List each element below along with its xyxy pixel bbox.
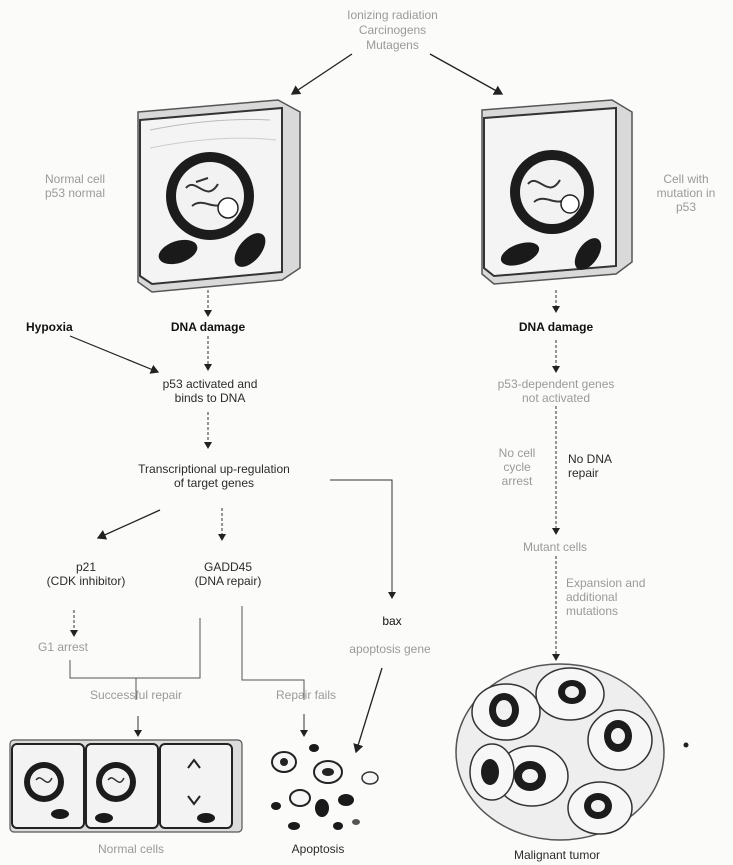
arrow bbox=[292, 54, 352, 94]
cause-carcinogens: Carcinogens bbox=[325, 23, 460, 37]
p53-dependent-genes-label: p53-dependent genes not activated bbox=[476, 377, 636, 405]
cause-mutagens: Mutagens bbox=[325, 38, 460, 52]
repair-fails-label: Repair fails bbox=[258, 688, 354, 702]
normal-cell-illustration bbox=[138, 100, 300, 292]
normal-cell-label: Normal cell p53 normal bbox=[20, 172, 130, 200]
gadd45-label: GADD45 (DNA repair) bbox=[172, 560, 284, 588]
no-dna-repair-label: No DNA repair bbox=[568, 452, 644, 480]
p21-label: p21 (CDK inhibitor) bbox=[30, 560, 142, 588]
normal-cells-label: Normal cells bbox=[56, 842, 206, 856]
apoptotic-bodies-illustration bbox=[271, 744, 378, 830]
malignant-tumor-illustration bbox=[456, 664, 664, 840]
p53-activated-label: p53 activated and binds to DNA bbox=[130, 377, 290, 405]
normal-cells-illustration bbox=[10, 740, 242, 832]
expansion-label: Expansion and additional mutations bbox=[566, 576, 686, 618]
mutant-cells-label: Mutant cells bbox=[500, 540, 610, 554]
hypoxia-label: Hypoxia bbox=[26, 320, 106, 334]
right-dna-damage-label: DNA damage bbox=[488, 320, 624, 334]
cause-ionizing-radiation: Ionizing radiation bbox=[325, 8, 460, 22]
bax-label: bax bbox=[370, 614, 414, 628]
left-dna-damage-label: DNA damage bbox=[140, 320, 276, 334]
apoptosis-label: Apoptosis bbox=[270, 842, 366, 856]
malignant-tumor-label: Malignant tumor bbox=[482, 848, 632, 862]
mutant-cell-illustration bbox=[482, 100, 632, 284]
successful-repair-label: Successful repair bbox=[66, 688, 206, 702]
no-cell-cycle-arrest-label: No cell cycle arrest bbox=[486, 446, 548, 488]
upregulation-label: Transcriptional up-regulation of target … bbox=[96, 462, 332, 490]
g1-arrest-label: G1 arrest bbox=[28, 640, 98, 654]
apoptosis-gene-label: apoptosis gene bbox=[330, 642, 450, 656]
mutant-cell-label: Cell with mutation in p53 bbox=[640, 172, 732, 214]
